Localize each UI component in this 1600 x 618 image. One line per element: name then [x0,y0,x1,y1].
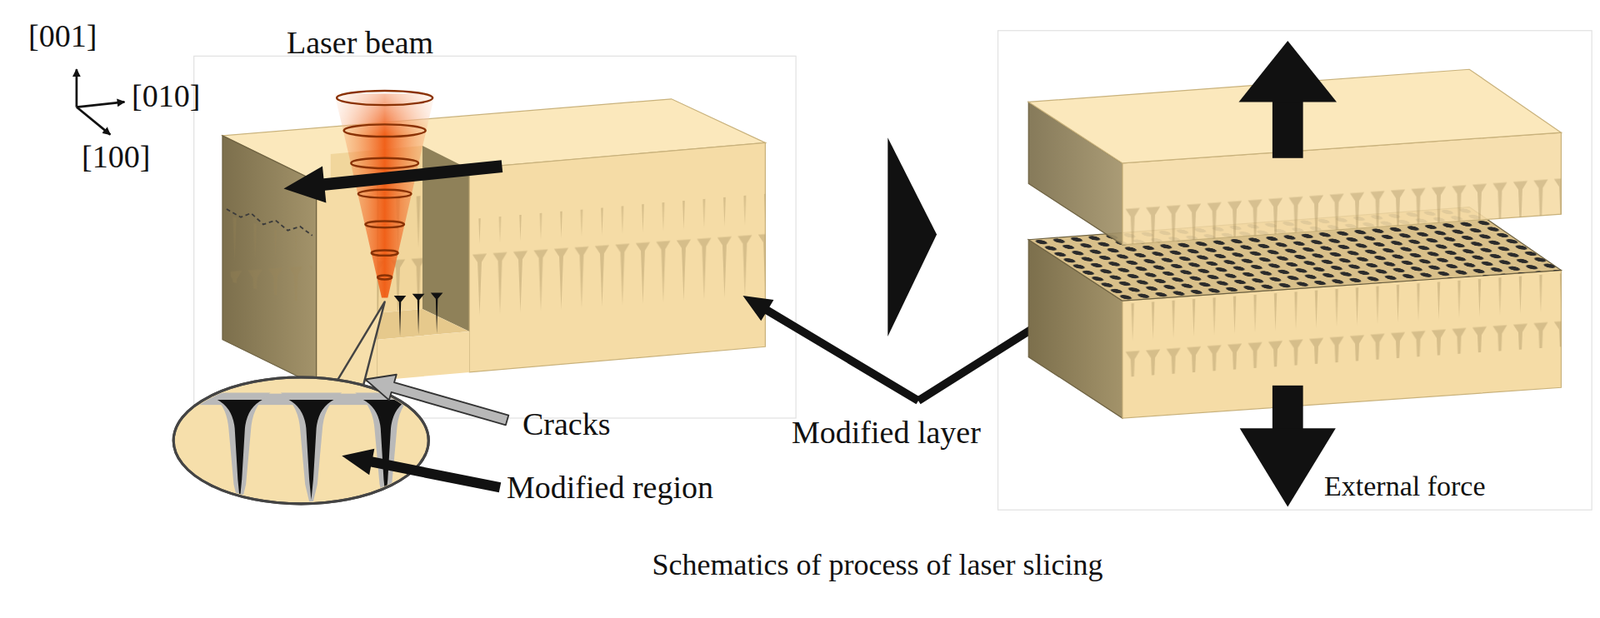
layer-arrow [742,295,920,405]
magnifier-callout [163,301,450,510]
cracks-arrow [365,375,509,426]
modified-region-marks [394,292,444,337]
part-label: Cracks [522,406,611,444]
force-label: External force [1324,470,1486,503]
scan-arrow [283,160,503,203]
wafer-block [222,99,765,386]
laser-beam [335,90,435,299]
axis-label: [010] [131,78,200,115]
part-label: Modified region [506,470,714,507]
region-arrow [341,449,501,493]
beam-label: Laser beam [286,25,434,62]
process-arrow [887,137,937,337]
panel-frame [194,55,796,419]
axis-label: [001] [28,18,97,55]
figure-caption: Schematics of process of laser slicing [652,548,1104,583]
panel-frame [998,30,1593,510]
axis-label: [100] [81,139,150,176]
force-arrow [1239,40,1338,508]
axis-triad [76,69,125,135]
part-label: Modified layer [791,415,981,452]
